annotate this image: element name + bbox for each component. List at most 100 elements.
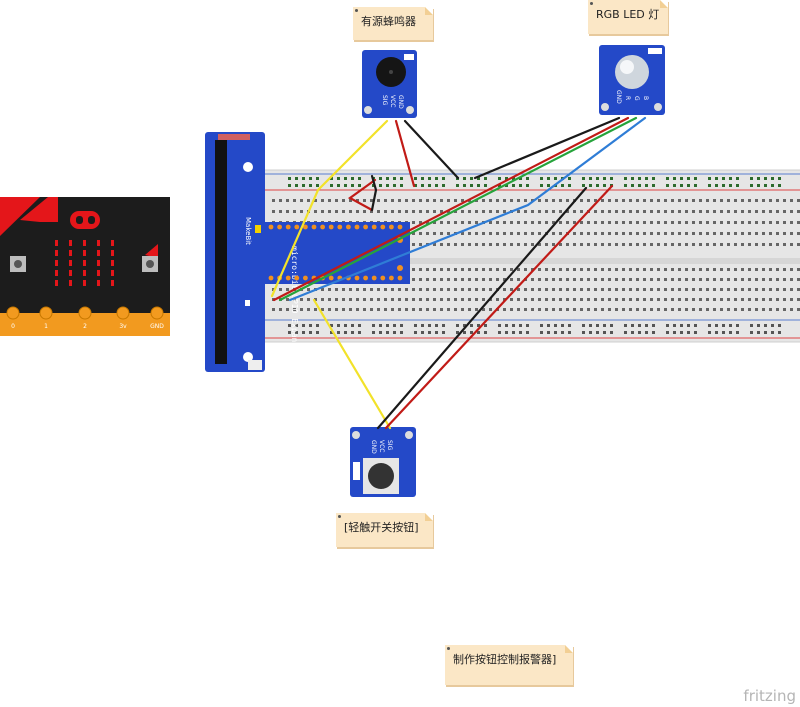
bb-hole <box>582 324 585 327</box>
bb-hole <box>636 298 639 301</box>
bb-hole <box>652 324 655 327</box>
bb-hole <box>736 177 739 180</box>
bb-hole <box>706 288 709 291</box>
bb-hole <box>540 324 543 327</box>
bb-hole <box>316 331 319 334</box>
bb-hole <box>489 210 492 213</box>
bb-hole <box>664 298 667 301</box>
expansion-pin <box>277 224 282 230</box>
bb-hole <box>636 278 639 281</box>
bb-hole <box>692 199 695 202</box>
bb-hole <box>748 221 751 224</box>
bb-hole <box>309 177 312 180</box>
bb-hole <box>664 308 667 311</box>
bb-hole <box>762 268 765 271</box>
bb-hole <box>517 268 520 271</box>
bb-hole <box>498 331 501 334</box>
wire-blue-rgb <box>288 116 647 302</box>
bb-hole <box>470 184 473 187</box>
bb-hole <box>370 199 373 202</box>
microbit-led <box>83 260 86 266</box>
bb-hole <box>377 288 380 291</box>
wire-black-rgb <box>473 116 621 180</box>
bb-hole <box>680 324 683 327</box>
bb-hole <box>426 199 429 202</box>
bb-hole <box>608 308 611 311</box>
bb-hole <box>475 288 478 291</box>
bb-hole <box>680 177 683 180</box>
expansion-pin <box>285 224 291 230</box>
bb-hole <box>428 331 431 334</box>
bb-hole <box>498 184 501 187</box>
bb-hole <box>370 308 373 311</box>
bb-hole <box>552 210 555 213</box>
buzzer-pin-gnd: GND <box>397 95 404 109</box>
bb-hole <box>778 324 781 327</box>
bb-hole <box>475 308 478 311</box>
bb-hole <box>295 177 298 180</box>
bb-hole <box>720 232 723 235</box>
button-module: GND VCC SIG <box>350 427 416 497</box>
bb-hole <box>601 210 604 213</box>
bb-hole <box>526 184 529 187</box>
bb-hole <box>699 308 702 311</box>
bb-hole <box>519 177 522 180</box>
bb-hole <box>631 324 634 327</box>
bb-hole <box>391 210 394 213</box>
bb-hole <box>426 210 429 213</box>
bb-hole <box>629 221 632 224</box>
bb-hole <box>314 298 317 301</box>
bb-hole <box>463 184 466 187</box>
bb-hole <box>461 288 464 291</box>
bb-hole <box>566 221 569 224</box>
bb-hole <box>419 232 422 235</box>
bb-hole <box>386 184 389 187</box>
bb-hole <box>517 199 520 202</box>
bb-hole <box>748 232 751 235</box>
bb-hole <box>608 199 611 202</box>
bb-hole <box>531 298 534 301</box>
bb-hole <box>461 278 464 281</box>
bb-hole <box>391 199 394 202</box>
bb-hole <box>468 268 471 271</box>
microbit-led <box>55 250 58 256</box>
buzzer-module: SIG VCC GND <box>362 50 417 118</box>
bb-hole <box>769 268 772 271</box>
bb-hole <box>442 177 445 180</box>
bb-hole <box>475 243 478 246</box>
bb-hole <box>440 268 443 271</box>
bb-hole <box>680 184 683 187</box>
bb-hole <box>272 210 275 213</box>
bb-hole <box>307 298 310 301</box>
bb-hole <box>587 268 590 271</box>
bb-hole <box>715 177 718 180</box>
bb-hole <box>398 199 401 202</box>
bb-hole <box>435 331 438 334</box>
bb-hole <box>279 308 282 311</box>
bb-hole <box>547 184 550 187</box>
bb-hole <box>428 184 431 187</box>
bb-hole <box>489 278 492 281</box>
bb-hole <box>664 288 667 291</box>
bb-hole <box>363 210 366 213</box>
bb-hole <box>734 232 737 235</box>
bb-hole <box>412 221 415 224</box>
bb-hole <box>272 288 275 291</box>
bb-hole <box>727 288 730 291</box>
bb-hole <box>517 308 520 311</box>
microbit-pin-pad <box>6 306 20 320</box>
bb-hole <box>741 308 744 311</box>
bb-hole <box>538 199 541 202</box>
bb-hole <box>680 331 683 334</box>
expansion-pin <box>294 275 300 281</box>
bb-hole <box>776 308 779 311</box>
bb-hole <box>470 324 473 327</box>
microbit-led <box>69 260 72 266</box>
bb-hole <box>440 298 443 301</box>
bb-hole <box>713 232 716 235</box>
bb-hole <box>769 298 772 301</box>
bb-hole <box>790 298 793 301</box>
bb-hole <box>447 199 450 202</box>
bb-hole <box>456 331 459 334</box>
bb-hole <box>477 331 480 334</box>
